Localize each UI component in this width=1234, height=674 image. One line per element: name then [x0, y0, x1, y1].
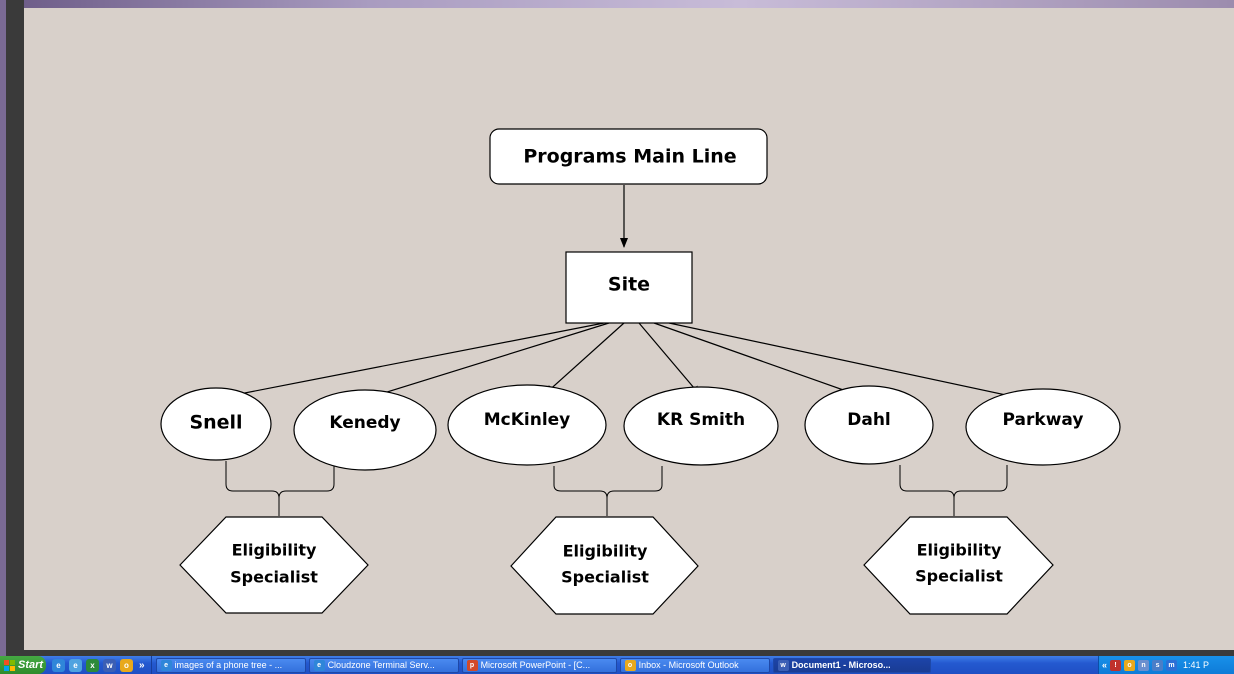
connector-site-to-mckinley: [544, 322, 625, 395]
taskbar: Start e e x w o » e images of a phone tr…: [0, 656, 1234, 674]
specialist-node-2: Eligibility Specialist: [510, 516, 699, 615]
site-snell-label: Snell: [189, 412, 242, 434]
task-button-label: Microsoft PowerPoint - [C...: [480, 660, 591, 670]
window-frame-left: [0, 0, 24, 656]
ie-icon: e: [160, 659, 172, 671]
task-button-label: images of a phone tree - ...: [174, 660, 283, 670]
start-button[interactable]: Start: [0, 656, 46, 674]
messenger-icon[interactable]: m: [1166, 659, 1178, 671]
excel-icon[interactable]: x: [86, 658, 99, 672]
site-parkway-label: Parkway: [1003, 410, 1084, 430]
network-icon[interactable]: n: [1138, 659, 1150, 671]
task-buttons: e images of a phone tree - ... e Cloudzo…: [152, 656, 931, 674]
outlook-icon[interactable]: o: [120, 658, 133, 672]
site-dahl: Dahl: [804, 385, 934, 465]
specialist-1-line1: Eligibility: [232, 541, 317, 560]
connector-site-to-krsmith: [638, 322, 701, 396]
task-button-images-of-phone-tree[interactable]: e images of a phone tree - ...: [155, 657, 306, 673]
task-button-document1[interactable]: w Document1 - Microso...: [772, 657, 931, 673]
brace-group-3: [899, 465, 1008, 516]
desktop-icon[interactable]: e: [69, 658, 82, 672]
word-icon: w: [777, 659, 789, 671]
specialist-2-line2: Specialist: [561, 568, 649, 587]
clock: 1:41 P: [1183, 660, 1210, 670]
window-frame-bottom: [24, 650, 1234, 656]
root-node-label: Programs Main Line: [523, 146, 736, 168]
connector-site-to-parkway: [668, 322, 1035, 404]
specialist-3-line2: Specialist: [915, 567, 1003, 586]
site-kenedy-label: Kenedy: [329, 413, 400, 433]
site-snell: Snell: [160, 387, 272, 461]
task-button-powerpoint[interactable]: p Microsoft PowerPoint - [C...: [461, 657, 617, 673]
site-kenedy: Kenedy: [293, 389, 437, 471]
specialist-2-line1: Eligibility: [563, 542, 648, 561]
phone-tree-diagram: Programs Main Line Site Snell Kenedy McK…: [160, 128, 1121, 615]
brace-group-2: [553, 466, 663, 516]
specialist-node-3: Eligibility Specialist: [863, 516, 1054, 615]
tray-expand-chevron[interactable]: «: [1102, 660, 1108, 670]
outlook-icon: o: [624, 659, 636, 671]
speaker-icon[interactable]: s: [1152, 659, 1164, 671]
outlook-tray-icon[interactable]: o: [1124, 659, 1136, 671]
task-button-cloudzone[interactable]: e Cloudzone Terminal Serv...: [308, 657, 459, 673]
connector-site-to-snell: [218, 322, 605, 401]
security-shield-icon[interactable]: !: [1110, 659, 1122, 671]
system-tray: « ! o n s m 1:41 P: [1098, 656, 1234, 674]
site-parkway: Parkway: [965, 388, 1121, 466]
task-button-label: Inbox - Microsoft Outlook: [638, 660, 739, 670]
ie-icon: e: [313, 659, 325, 671]
site-mckinley: McKinley: [447, 384, 607, 466]
site-mckinley-label: McKinley: [484, 410, 571, 430]
task-button-label: Cloudzone Terminal Serv...: [327, 660, 435, 670]
task-button-outlook[interactable]: o Inbox - Microsoft Outlook: [619, 657, 770, 673]
specialist-3-line1: Eligibility: [917, 541, 1002, 560]
site-node: Site: [565, 251, 693, 324]
connector-site-to-dahl: [653, 322, 867, 399]
site-node-label: Site: [608, 274, 650, 296]
site-dahl-label: Dahl: [847, 410, 891, 430]
word-icon[interactable]: w: [103, 658, 116, 672]
quick-launch-overflow-chevron[interactable]: »: [139, 659, 145, 671]
windows-flag-icon: [4, 659, 15, 671]
start-label: Start: [18, 659, 44, 671]
brace-group-1: [225, 461, 335, 516]
powerpoint-icon: p: [466, 659, 478, 671]
ie-icon[interactable]: e: [52, 658, 65, 672]
connector-site-to-kenedy: [370, 322, 610, 399]
quick-launch-bar: e e x w o »: [46, 656, 152, 674]
site-krsmith: KR Smith: [623, 386, 779, 466]
task-button-label: Document1 - Microso...: [791, 660, 891, 670]
site-krsmith-label: KR Smith: [657, 410, 745, 430]
root-node: Programs Main Line: [489, 128, 768, 185]
specialist-node-1: Eligibility Specialist: [179, 516, 369, 614]
specialist-1-line2: Specialist: [230, 568, 318, 587]
